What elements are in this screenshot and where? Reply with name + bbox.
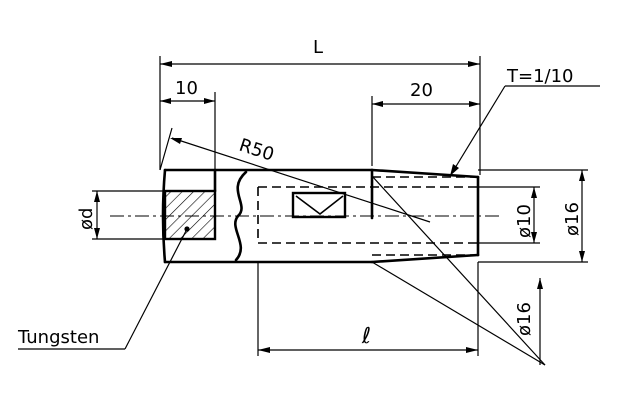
- dimension-phi-16-right: ø16: [478, 169, 588, 263]
- dimension-phi-10: ø10: [478, 186, 540, 244]
- window-v-mark: [291, 191, 347, 219]
- dimension-phi-16-lower: ø16: [371, 175, 546, 366]
- label-phi-d: ød: [76, 208, 97, 230]
- tungsten-insert: [163, 168, 217, 241]
- label-l: ℓ: [361, 324, 371, 349]
- label-phi-10: ø10: [514, 204, 535, 238]
- label-20: 20: [410, 80, 433, 101]
- label-phi-16-right: ø16: [562, 202, 583, 236]
- dimension-phi-d: ød: [76, 190, 165, 240]
- dimension-20: 20: [371, 80, 480, 166]
- taper-callout: T=1/10: [450, 66, 600, 176]
- tungsten-callout: Tungsten: [17, 228, 188, 350]
- label-L: L: [313, 37, 323, 58]
- label-taper: T=1/10: [506, 66, 574, 87]
- dimension-l: ℓ: [257, 262, 479, 356]
- label-phi-16-lower: ø16: [514, 302, 535, 336]
- label-10: 10: [175, 78, 198, 99]
- label-tungsten: Tungsten: [17, 327, 99, 348]
- dimension-L: L: [159, 37, 481, 175]
- bore-hidden-lines: [257, 176, 478, 256]
- dimension-10: 10: [160, 78, 216, 170]
